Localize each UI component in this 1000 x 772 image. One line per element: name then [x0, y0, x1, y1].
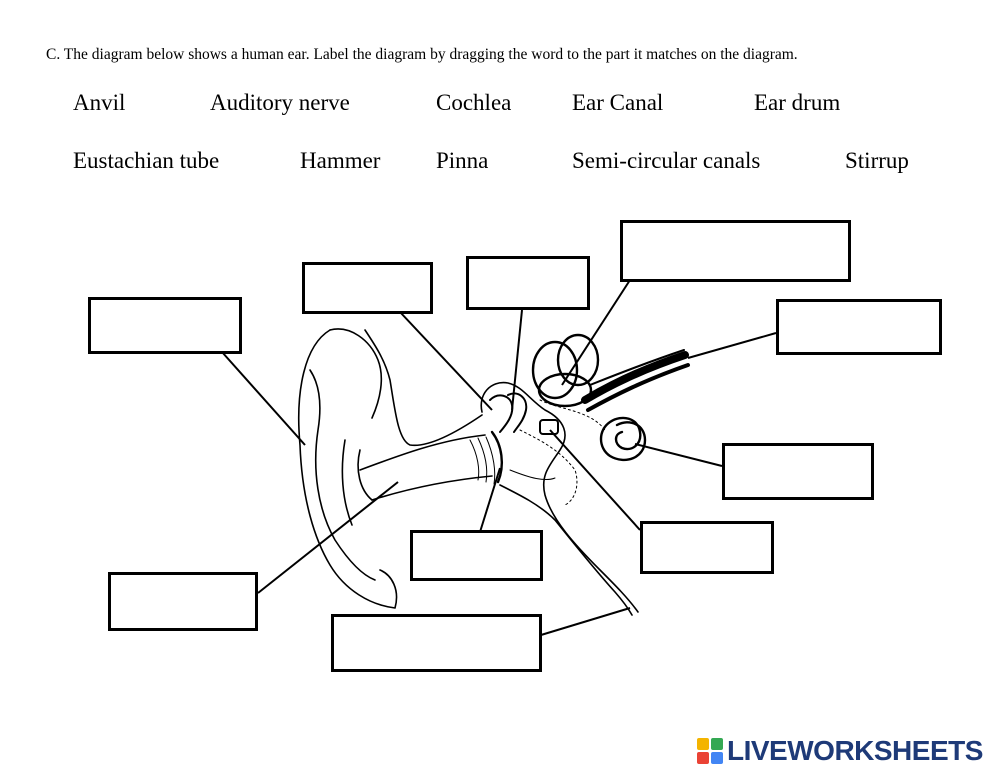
- logo-square-blue: [711, 752, 723, 764]
- dropbox-hammer[interactable]: [302, 262, 433, 314]
- dropbox-cochlea[interactable]: [722, 443, 874, 500]
- semicircular-canal-2: [556, 333, 600, 387]
- word-ear-canal[interactable]: Ear Canal: [572, 90, 664, 115]
- eustachian-tube-lower: [499, 484, 633, 616]
- leader-stirrup: [549, 429, 641, 531]
- leader-cochlea: [634, 443, 723, 467]
- semicircular-canal-1: [531, 340, 579, 400]
- word-ear-drum[interactable]: Ear drum: [754, 90, 841, 115]
- instruction-text: C. The diagram below shows a human ear. …: [46, 46, 798, 63]
- leader-semicircular: [561, 279, 631, 386]
- word-stirrup[interactable]: Stirrup: [845, 148, 909, 173]
- dropbox-eustachian-tube[interactable]: [331, 614, 542, 672]
- temporal-bone: [519, 429, 578, 506]
- head-contour: [364, 329, 483, 447]
- stirrup-shape: [539, 419, 559, 435]
- word-anvil[interactable]: Anvil: [73, 90, 126, 115]
- logo-square-yellow: [697, 738, 709, 750]
- word-semi-circular-canals[interactable]: Semi-circular canals: [572, 148, 761, 173]
- leader-auditory-nerve: [687, 332, 777, 359]
- dropbox-ear-drum[interactable]: [410, 530, 543, 581]
- leader-eardrum: [479, 467, 501, 533]
- word-hammer[interactable]: Hammer: [300, 148, 381, 173]
- word-eustachian-tube[interactable]: Eustachian tube: [73, 148, 220, 173]
- leader-anvil: [511, 309, 523, 411]
- ear-drum-shape: [490, 430, 504, 484]
- pinna-outline: [297, 329, 398, 609]
- concha: [357, 449, 373, 501]
- word-auditory-nerve[interactable]: Auditory nerve: [210, 90, 350, 115]
- leader-pinna: [221, 351, 306, 446]
- liveworksheets-logo: LIVEWORKSHEETS: [697, 736, 983, 766]
- anvil-shape: [507, 392, 528, 433]
- dropbox-stirrup[interactable]: [640, 521, 774, 574]
- cochlea-spiral: [599, 416, 647, 462]
- word-cochlea[interactable]: Cochlea: [436, 90, 512, 115]
- dropbox-pinna[interactable]: [88, 297, 242, 354]
- semicircular-canal-3: [537, 372, 593, 408]
- hammer-shape: [489, 394, 514, 433]
- pinna-helix: [309, 369, 376, 581]
- dropbox-semicircular-canals[interactable]: [620, 220, 851, 282]
- dropbox-anvil[interactable]: [466, 256, 590, 310]
- word-pinna[interactable]: Pinna: [436, 148, 489, 173]
- dropbox-ear-canal[interactable]: [108, 572, 258, 631]
- logo-text: LIVEWORKSHEETS: [727, 735, 983, 766]
- pinna-inner-fold: [329, 328, 383, 419]
- dropbox-auditory-nerve[interactable]: [776, 299, 942, 355]
- leader-ear-canal: [257, 481, 399, 594]
- logo-square-green: [711, 738, 723, 750]
- auditory-nerve-bundle: [581, 351, 689, 404]
- ear-canal-upper: [359, 434, 486, 471]
- middle-ear-cavity: [480, 381, 639, 613]
- logo-square-red: [697, 752, 709, 764]
- leader-hammer: [399, 311, 493, 411]
- pinna-antihelix: [341, 439, 353, 526]
- leader-eustachian: [540, 607, 631, 636]
- logo-mark-icon: [697, 738, 723, 764]
